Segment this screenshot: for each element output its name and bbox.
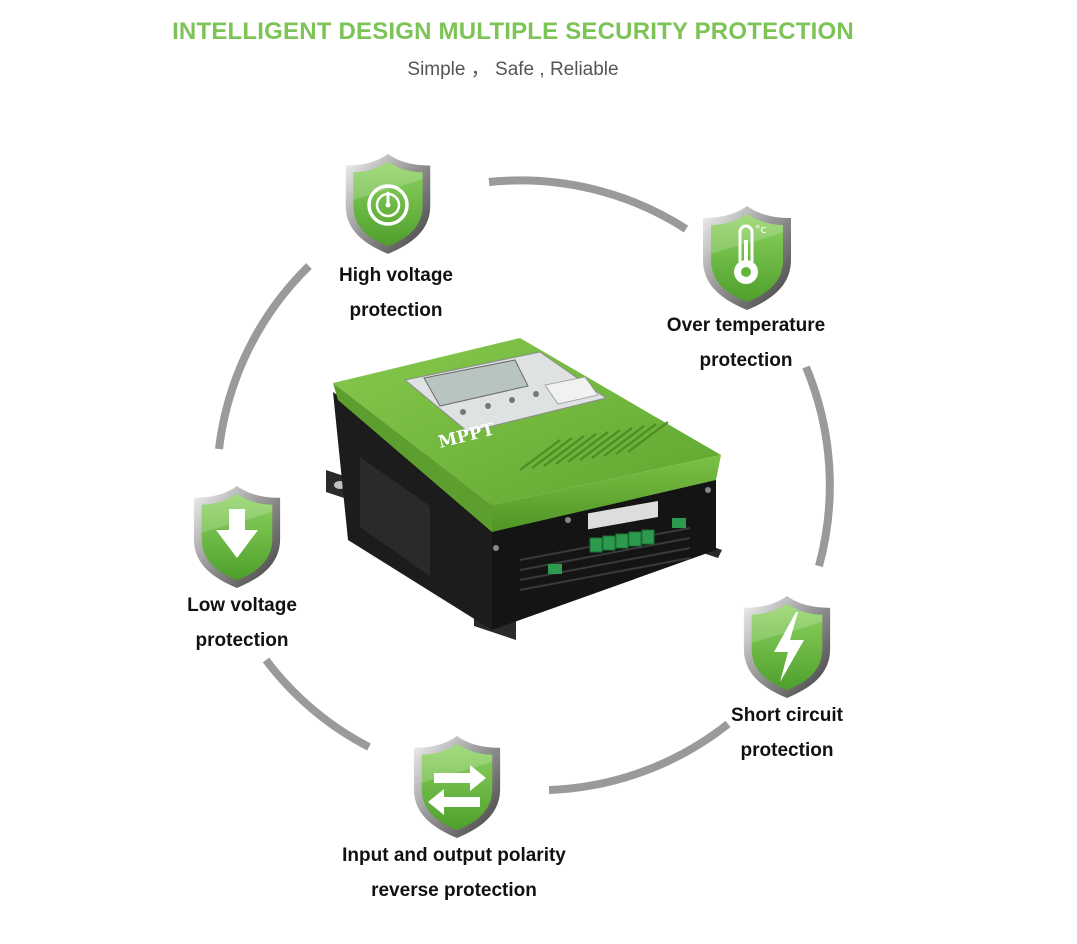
- ring-arcs: [215, 176, 834, 794]
- ring-arc-bottom-left: [262, 657, 371, 751]
- feature-shield-short-circuit: [743, 596, 831, 698]
- feature-label-line: protection: [349, 300, 443, 321]
- gauge-icon: [367, 184, 409, 226]
- thermometer-icon: °c: [734, 223, 767, 284]
- feature-label-line: Short circuit: [731, 705, 843, 726]
- feature-label-line: protection: [740, 740, 834, 761]
- ring-arc-left: [215, 263, 312, 450]
- swap-arrows-icon: [428, 765, 486, 815]
- feature-label-line: protection: [195, 630, 289, 651]
- page-title: INTELLIGENT DESIGN MULTIPLE SECURITY PRO…: [172, 18, 854, 45]
- svg-text:°c: °c: [755, 223, 767, 236]
- feature-label-line: Low voltage: [187, 595, 297, 616]
- feature-label-low-voltage: Low voltage protection: [142, 588, 342, 658]
- ring-arc-top-right: [488, 176, 689, 233]
- feature-shield-low-voltage: [193, 486, 281, 588]
- feature-label-line: reverse protection: [371, 880, 537, 901]
- feature-label-polarity: Input and output polarity reverse protec…: [304, 838, 604, 908]
- feature-label-line: Over temperature: [666, 315, 826, 336]
- mppt-controller-image: MPPT: [326, 338, 722, 640]
- lightning-icon: [774, 612, 804, 682]
- feature-label-line: High voltage: [338, 265, 453, 286]
- down-arrow-icon: [216, 509, 258, 558]
- feature-label-line: protection: [699, 350, 793, 371]
- feature-shield-over-temperature: °c: [703, 206, 791, 310]
- page-subtitle: Simple ， Safe , Reliable: [407, 59, 619, 80]
- feature-label-line: Input and output polarity: [342, 845, 566, 866]
- feature-shield-polarity: [413, 736, 501, 838]
- ring-arc-right: [802, 365, 834, 568]
- feature-label-high-voltage: High voltage protection: [296, 258, 496, 328]
- feature-label-short-circuit: Short circuit protection: [687, 698, 887, 768]
- ring-arc-bottom-right: [548, 720, 731, 794]
- feature-shield-high-voltage: [345, 154, 431, 254]
- feature-label-over-temperature: Over temperature protection: [646, 308, 846, 378]
